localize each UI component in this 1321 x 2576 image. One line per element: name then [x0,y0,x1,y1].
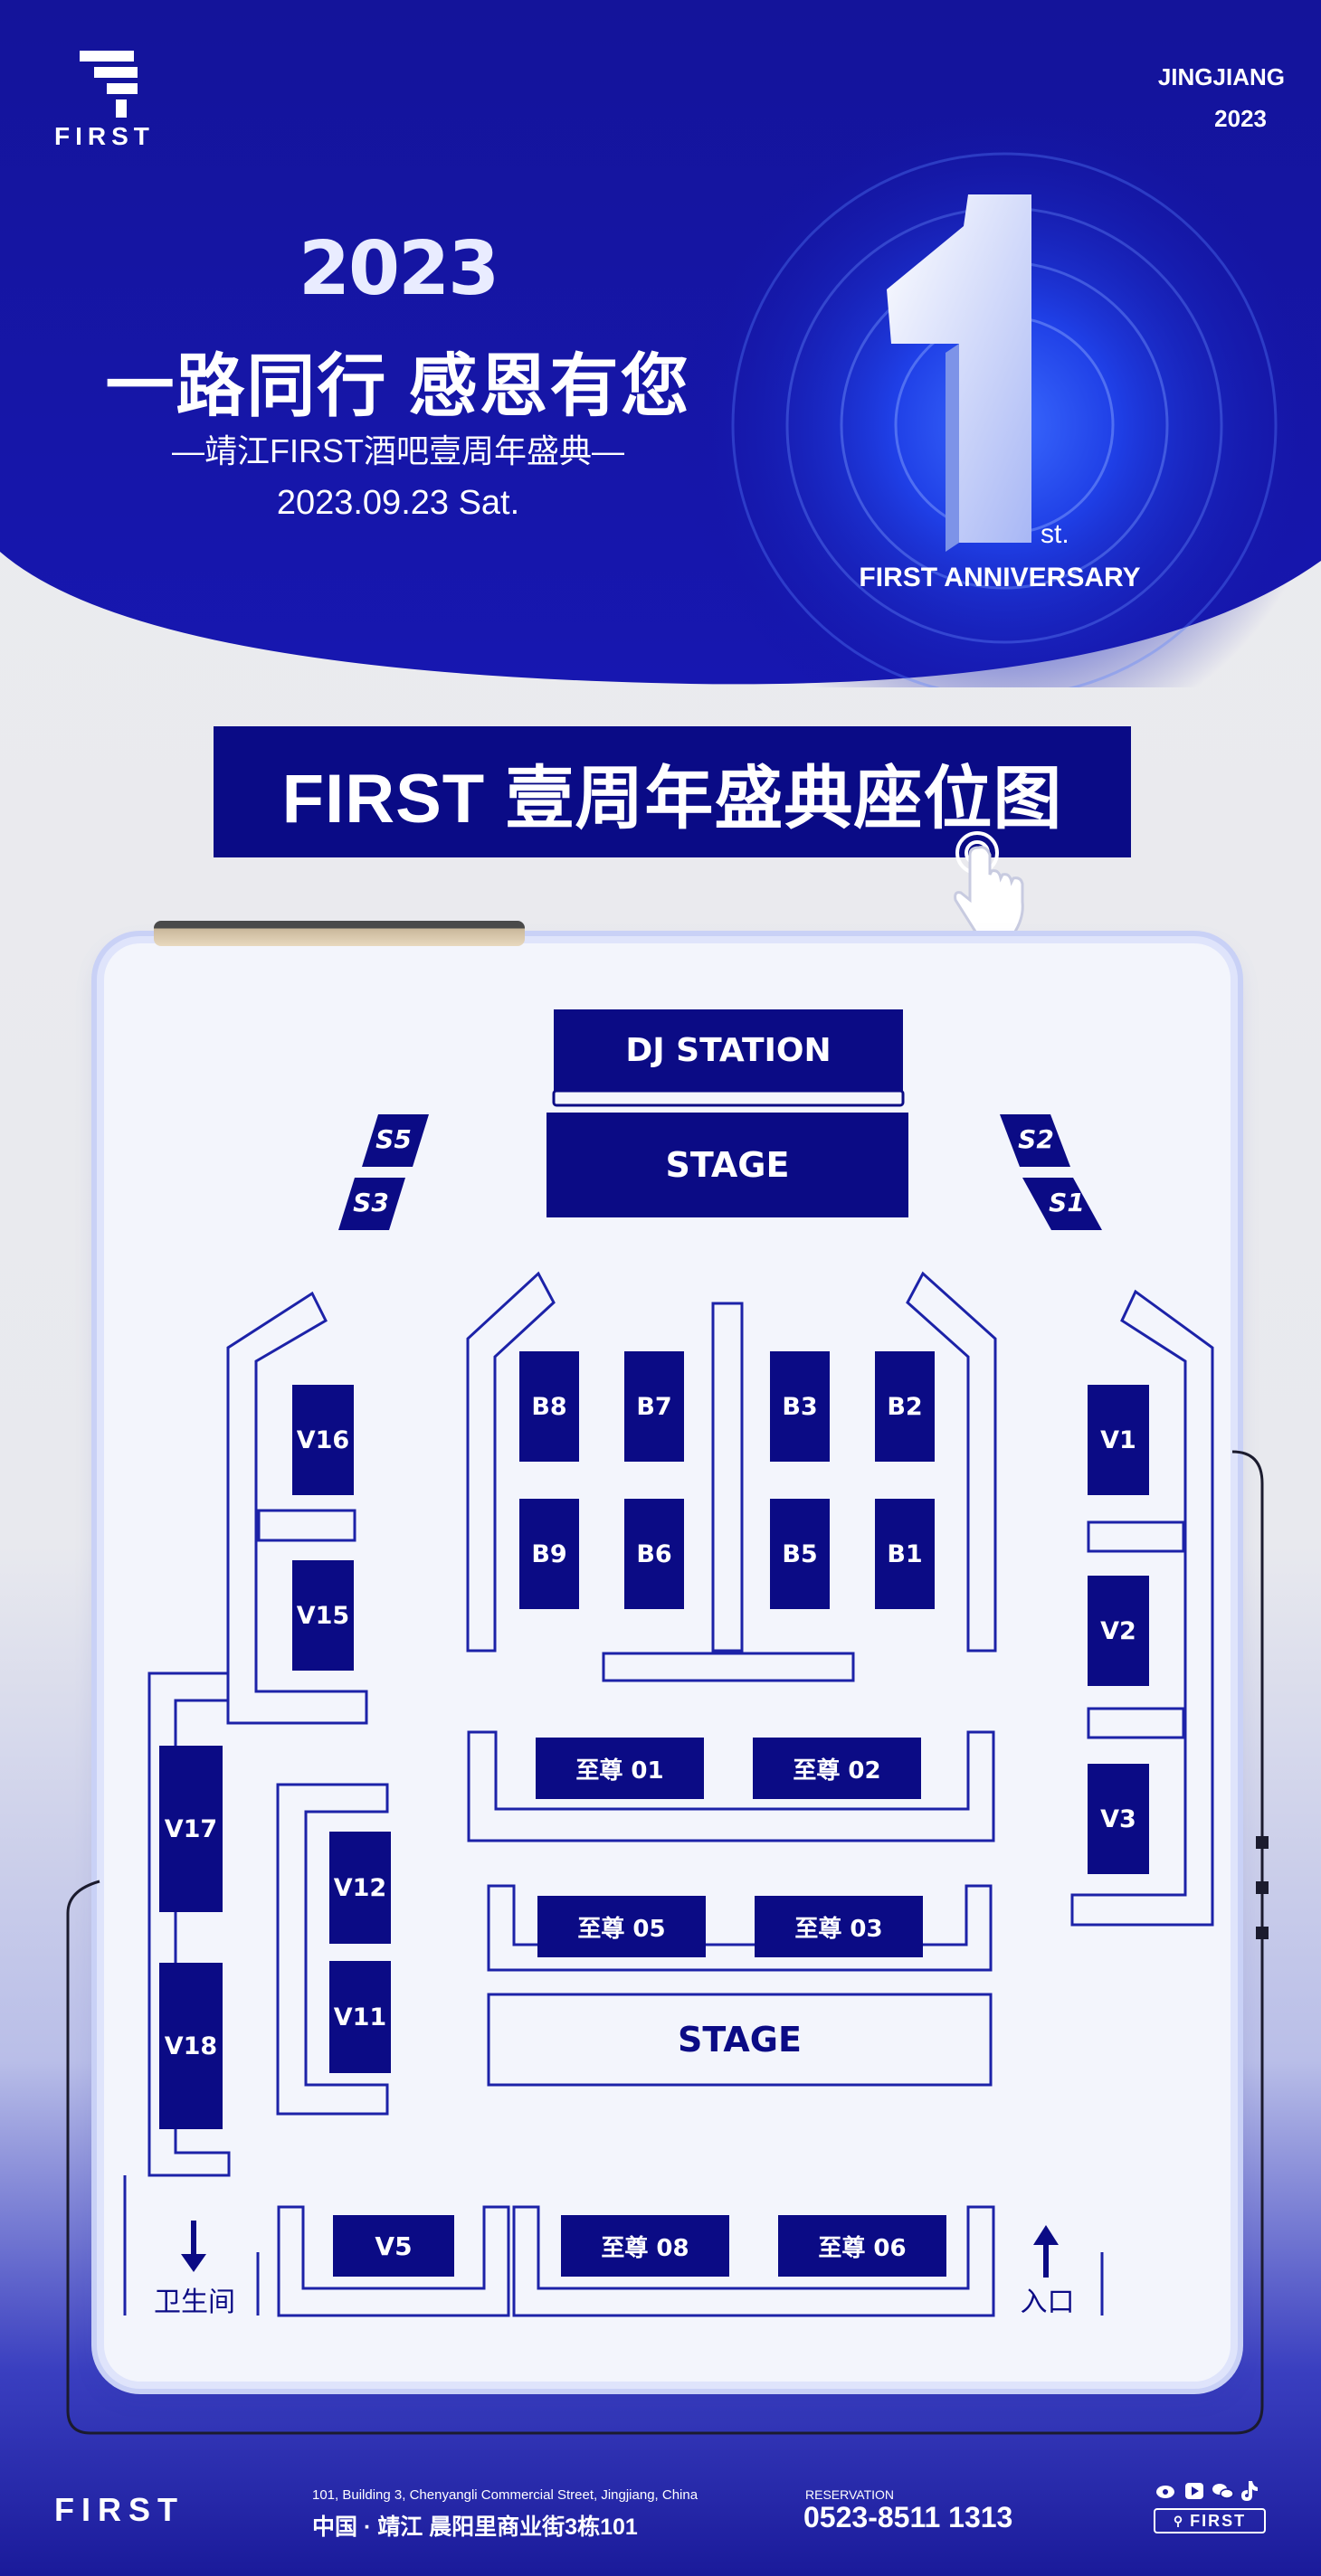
supreme-06: 至尊 06 [778,2215,946,2277]
header-logo-text: FIRST [54,122,155,150]
seating-chart-title: FIRST 壹周年盛典座位图 [214,726,1131,857]
seat-s2-label: S2 [1018,1124,1054,1154]
vip-v16[interactable]: V16 [292,1385,354,1495]
city-label: JINGJIANG [1157,63,1285,90]
pointer-hand-icon [954,831,1024,936]
wechat-icon [1212,2484,1234,2499]
supreme-01[interactable]: 至尊 01 [536,1738,704,1799]
stage-top: STAGE [546,1113,908,1217]
booth-b8[interactable]: B8 [519,1351,579,1462]
vip-v11[interactable]: V11 [329,1961,391,2073]
booth-b5[interactable]: B5 [770,1499,830,1609]
vip-v1[interactable]: V1 [1088,1385,1149,1495]
seat-s5-label: S5 [375,1124,412,1154]
vip-v15[interactable]: V15 [292,1560,354,1671]
supreme-05[interactable]: 至尊 05 [537,1896,706,1957]
video-icon [1185,2483,1203,2499]
seat-s3-label: S3 [353,1188,389,1217]
supreme-03[interactable]: 至尊 03 [755,1896,923,1957]
hero-header: FIRST JINGJIANG 2023 2023 一路同行 感恩有您 —靖江F… [0,0,1321,687]
address-english: 101, Building 3, Chenyangli Commercial S… [312,2487,699,2503]
booth-b6[interactable]: B6 [624,1499,684,1609]
event-date: 2023.09.23 Sat. [276,484,520,522]
vip-v3[interactable]: V3 [1088,1764,1149,1874]
booth-b2[interactable]: B2 [875,1351,935,1462]
event-subtitle: —靖江FIRST酒吧壹周年盛典— [172,432,624,469]
entrance-arrow-icon [1033,2225,1059,2278]
hero-background [0,0,1321,687]
dj-station: DJ STATION [554,1009,903,1091]
panel-tab-decoration [154,921,525,946]
social-badge-text: FIRST [1190,2511,1247,2530]
slogan: 一路同行 感恩有您 [105,348,691,425]
supreme-02[interactable]: 至尊 02 [753,1738,921,1799]
first-logo-icon [80,51,138,118]
vip-v5[interactable]: V5 [333,2215,454,2277]
tiktok-icon [1241,2481,1258,2501]
ordinal-suffix: st. [1041,519,1069,549]
year-tag: 2023 [1214,105,1267,132]
social-badge: ⚲ FIRST [1154,2508,1266,2533]
seat-s3[interactable] [338,1178,405,1230]
seat-s1-label: S1 [1049,1188,1085,1217]
restroom-arrow-icon [181,2221,206,2272]
entrance-label: 入口 [1020,2287,1075,2318]
reservation-phone: 0523-8511 1313 [803,2501,1013,2533]
year-headline: 2023 [299,226,499,312]
seat-s1[interactable] [1022,1178,1102,1230]
restroom-label: 卫生间 [154,2287,235,2318]
social-icons [1156,2481,1258,2501]
search-icon: ⚲ [1173,2513,1185,2528]
footer-logo: FIRST [54,2491,185,2528]
vip-v2[interactable]: V2 [1088,1576,1149,1686]
vip-v18[interactable]: V18 [159,1963,223,2129]
vip-v17[interactable]: V17 [159,1746,223,1912]
stage-bottom: STAGE [678,2020,802,2060]
booth-b1[interactable]: B1 [875,1499,935,1609]
booth-b9[interactable]: B9 [519,1499,579,1609]
weibo-icon [1156,2486,1174,2498]
address-chinese: 中国 · 靖江 晨阳里商业街3栋101 [312,2514,638,2540]
seat-s5[interactable] [362,1114,429,1167]
supreme-08[interactable]: 至尊 08 [561,2215,729,2277]
reservation-label: RESERVATION [805,2487,895,2502]
booth-b7[interactable]: B7 [624,1351,684,1462]
seat-s2[interactable] [1000,1114,1070,1167]
anniversary-label: FIRST ANNIVERSARY [859,563,1141,592]
booth-b3[interactable]: B3 [770,1351,830,1462]
vip-v12[interactable]: V12 [329,1832,391,1944]
